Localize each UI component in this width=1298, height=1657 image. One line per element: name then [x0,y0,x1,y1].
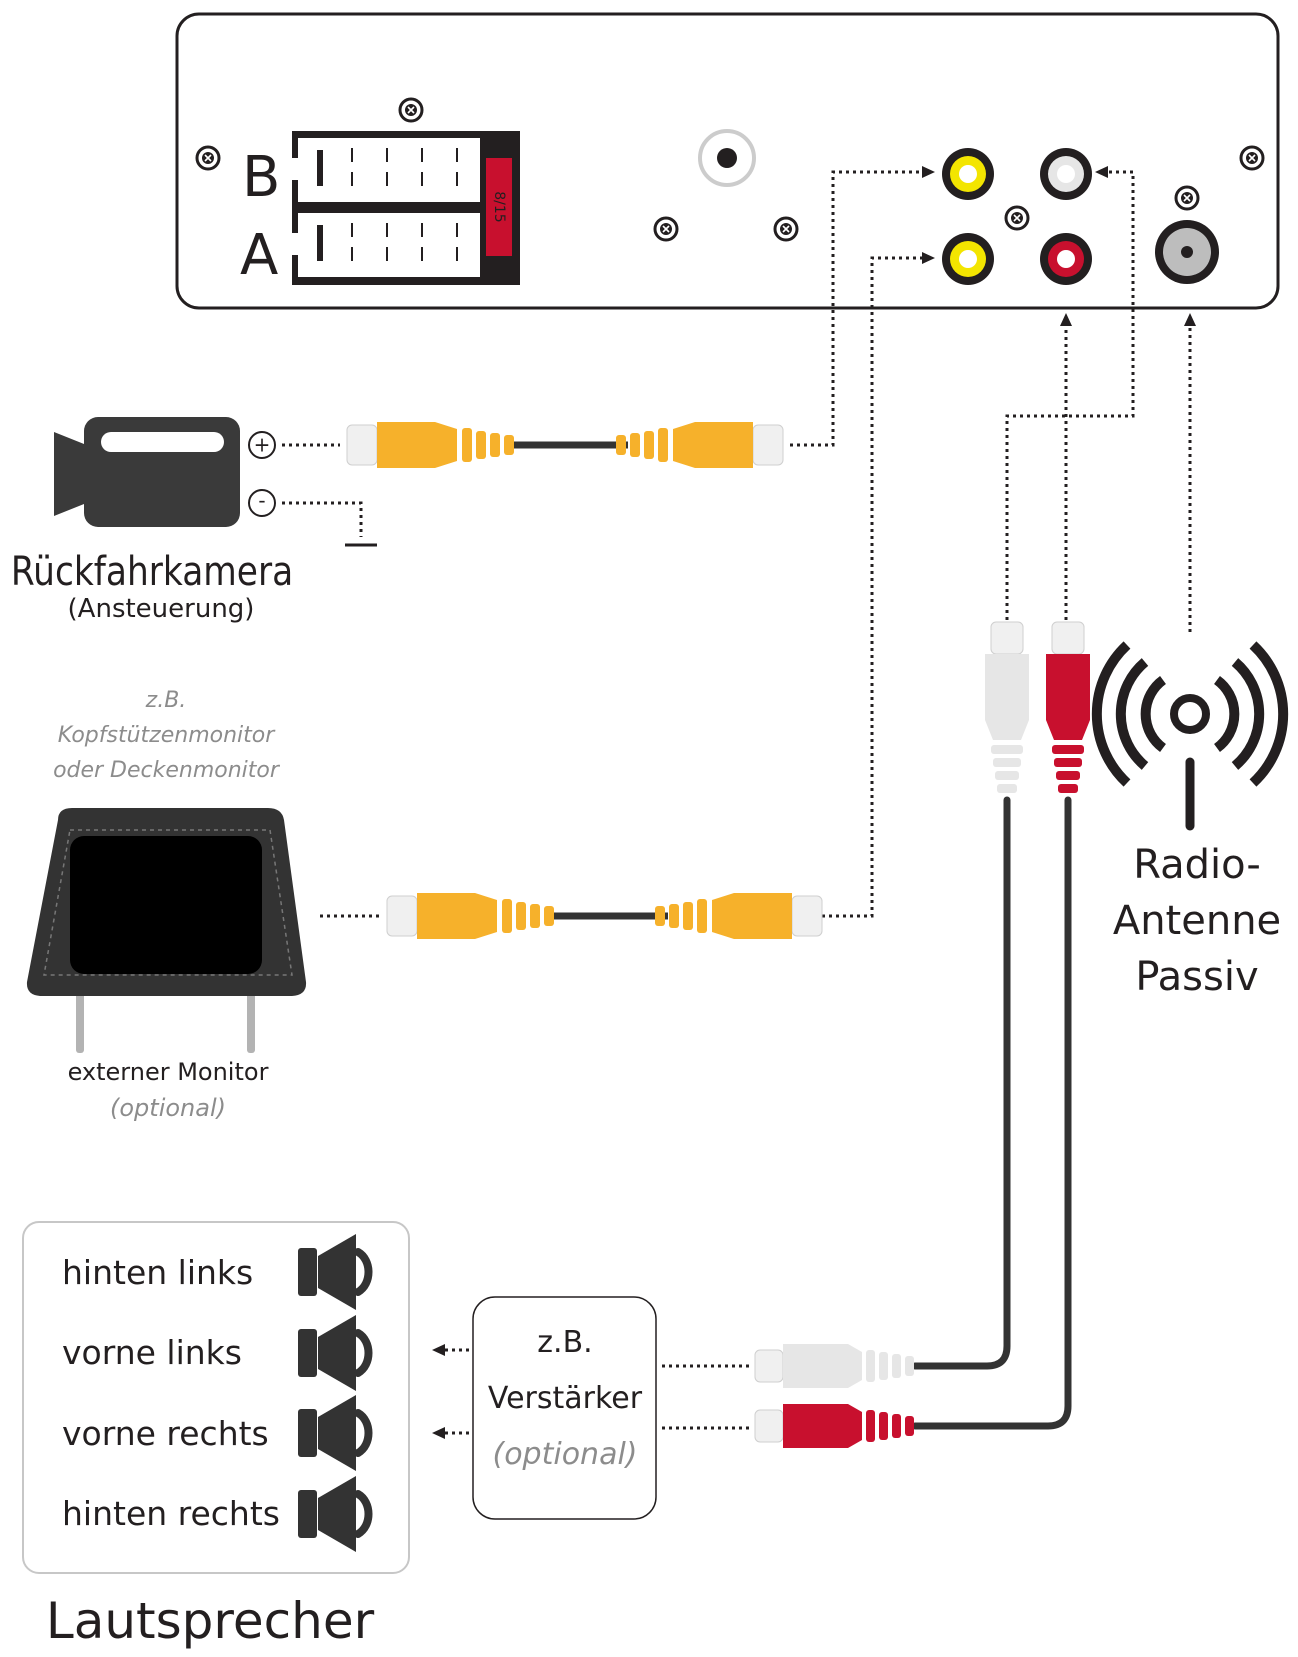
rca-jack-white-icon [1040,148,1092,200]
arrow-icon [1060,313,1072,326]
audio-wire-red [911,796,1072,1430]
speaker-icon [298,1476,373,1552]
amplifier-line1: z.B. [537,1325,592,1360]
fuse-label: 8/15 [491,191,507,222]
head-unit: 8/15 B A [175,12,1280,310]
monitor-note-line2: Kopfstützenmonitor [58,723,277,748]
screw-icon [1004,205,1030,231]
speaker-icon [298,1395,373,1471]
camera-video-cable [346,421,784,469]
camera-subtitle: (Ansteuerung) [68,594,255,624]
connector-a-label: A [240,223,278,288]
screw-icon [195,145,221,171]
jack-socket-icon [698,129,756,187]
amplifier-line3: (optional) [493,1437,638,1472]
antenna-socket-icon [1155,220,1219,284]
speaker-icon [298,1315,373,1391]
audio-plug-white-horizontal [754,1344,914,1388]
arrow-icon [922,252,935,264]
screw-icon [773,216,799,242]
antenna-line3: Passiv [1135,954,1258,1000]
arrow-icon [922,166,935,178]
speaker-label-4: hinten rechts [62,1494,280,1533]
monitor-video-cable [386,892,823,940]
audio-cable-red-vertical [1046,621,1090,793]
monitor-title: externer Monitor [68,1058,269,1086]
antenna-line1: Radio- [1133,842,1261,888]
speaker-icon [298,1234,373,1310]
audio-cable-white-vertical [985,621,1029,793]
audio-plug-red-horizontal [754,1404,914,1448]
camera-plus-terminal: + [248,431,276,459]
antenna-line2: Antenne [1113,898,1281,944]
amplifier-line2: Verstärker [488,1381,643,1416]
monitor-icon [26,808,307,1053]
signal-lines [282,166,1196,1439]
screw-icon [1174,185,1200,211]
monitor-note-line3: oder Deckenmonitor [53,758,281,783]
speakers-title: Lautsprecher [46,1592,375,1650]
antenna-icon [1091,641,1289,831]
monitor-note-line1: z.B. [145,688,187,713]
screw-icon [398,97,424,123]
camera-icon [54,417,240,527]
monitor-subtitle: (optional) [110,1094,226,1122]
arrow-icon [432,1427,445,1439]
amplifier-box: z.B. Verstärker (optional) [472,1296,657,1520]
connector-b-label: B [242,145,280,210]
rca-jack-yellow-bottom-icon [942,233,994,285]
plus-symbol: + [254,433,271,457]
speakers-box: hinten links vorne links vorne rechts hi… [22,1221,410,1574]
iso-connector-block: 8/15 [292,131,520,285]
arrow-icon [1095,166,1108,178]
camera-title: Rückfahrkamera [11,547,293,594]
arrow-icon [1184,313,1196,326]
speaker-label-1: hinten links [62,1253,253,1292]
camera-minus-terminal: - [248,489,276,517]
fuse-icon [486,158,512,256]
arrow-icon [432,1344,445,1356]
rca-jack-yellow-top-icon [942,148,994,200]
screw-icon [653,216,679,242]
minus-symbol: - [258,489,265,513]
speaker-label-3: vorne rechts [62,1414,269,1453]
rca-jack-red-icon [1040,233,1092,285]
audio-wire-white [911,796,1011,1370]
screw-icon [1239,145,1265,171]
speaker-label-2: vorne links [62,1333,242,1372]
